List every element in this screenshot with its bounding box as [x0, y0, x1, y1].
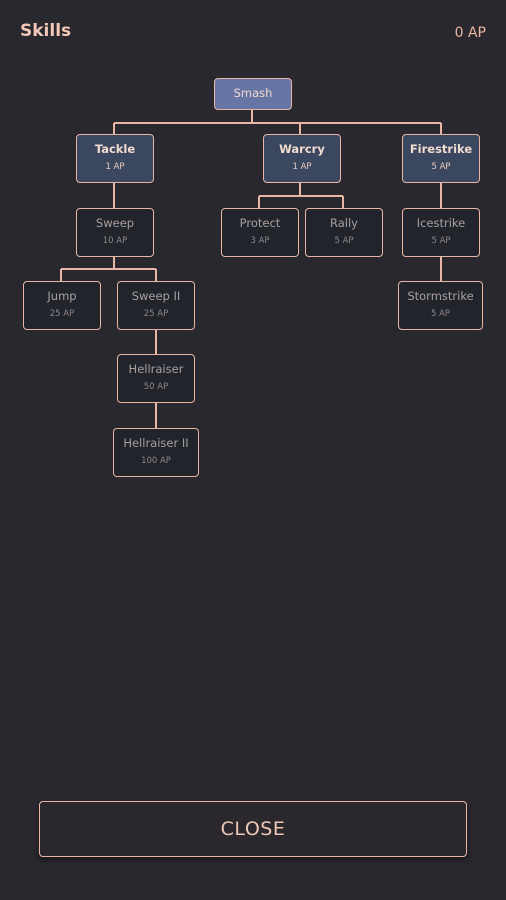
skill-name: Icestrike — [416, 216, 466, 230]
skill-cost: 5 AP — [334, 236, 354, 246]
skill-cost: 5 AP — [431, 162, 451, 172]
skill-name: Jump — [47, 289, 77, 303]
skill-cost: 10 AP — [102, 236, 128, 246]
skill-node-rally[interactable]: Rally 5 AP — [305, 208, 383, 257]
skill-node-firestrike[interactable]: Firestrike 5 AP — [402, 134, 480, 183]
skill-name: Hellraiser II — [123, 436, 189, 450]
skill-node-sweep[interactable]: Sweep 10 AP — [76, 208, 154, 257]
skill-name: Tackle — [94, 142, 136, 156]
skill-node-hellraiser-ii[interactable]: Hellraiser II 100 AP — [113, 428, 199, 477]
skill-node-sweep-ii[interactable]: Sweep II 25 AP — [117, 281, 195, 330]
skill-node-warcry[interactable]: Warcry 1 AP — [263, 134, 341, 183]
skill-name: Sweep II — [131, 289, 181, 303]
skill-name: Warcry — [279, 142, 325, 156]
skill-cost: 5 AP — [431, 236, 451, 246]
skill-cost: 1 AP — [105, 162, 125, 172]
close-button[interactable]: CLOSE — [39, 801, 467, 857]
skill-name: Sweep — [95, 216, 135, 230]
skill-cost: 1 AP — [292, 162, 312, 172]
skill-name: Hellraiser — [128, 362, 184, 376]
skill-node-smash[interactable]: Smash — [214, 78, 292, 110]
ap-counter: 0 AP — [454, 25, 486, 41]
skill-cost: 5 AP — [430, 309, 451, 319]
skill-node-protect[interactable]: Protect 3 AP — [221, 208, 299, 257]
page-title: Skills — [20, 21, 72, 41]
skill-name: Smash — [233, 86, 273, 100]
skill-node-stormstrike[interactable]: Stormstrike 5 AP — [398, 281, 483, 330]
skill-name: Protect — [239, 216, 281, 230]
skill-node-hellraiser[interactable]: Hellraiser 50 AP — [117, 354, 195, 403]
skill-name: Stormstrike — [407, 289, 474, 303]
skill-cost: 3 AP — [250, 236, 270, 246]
skill-node-tackle[interactable]: Tackle 1 AP — [76, 134, 154, 183]
skill-cost: 25 AP — [143, 309, 169, 319]
skill-node-icestrike[interactable]: Icestrike 5 AP — [402, 208, 480, 257]
skill-name: Rally — [330, 216, 358, 230]
skill-cost: 50 AP — [143, 382, 169, 392]
skill-node-jump[interactable]: Jump 25 AP — [23, 281, 101, 330]
skill-cost: 25 AP — [49, 309, 75, 319]
skill-name: Firestrike — [409, 142, 473, 156]
skill-cost: 100 AP — [141, 456, 171, 466]
